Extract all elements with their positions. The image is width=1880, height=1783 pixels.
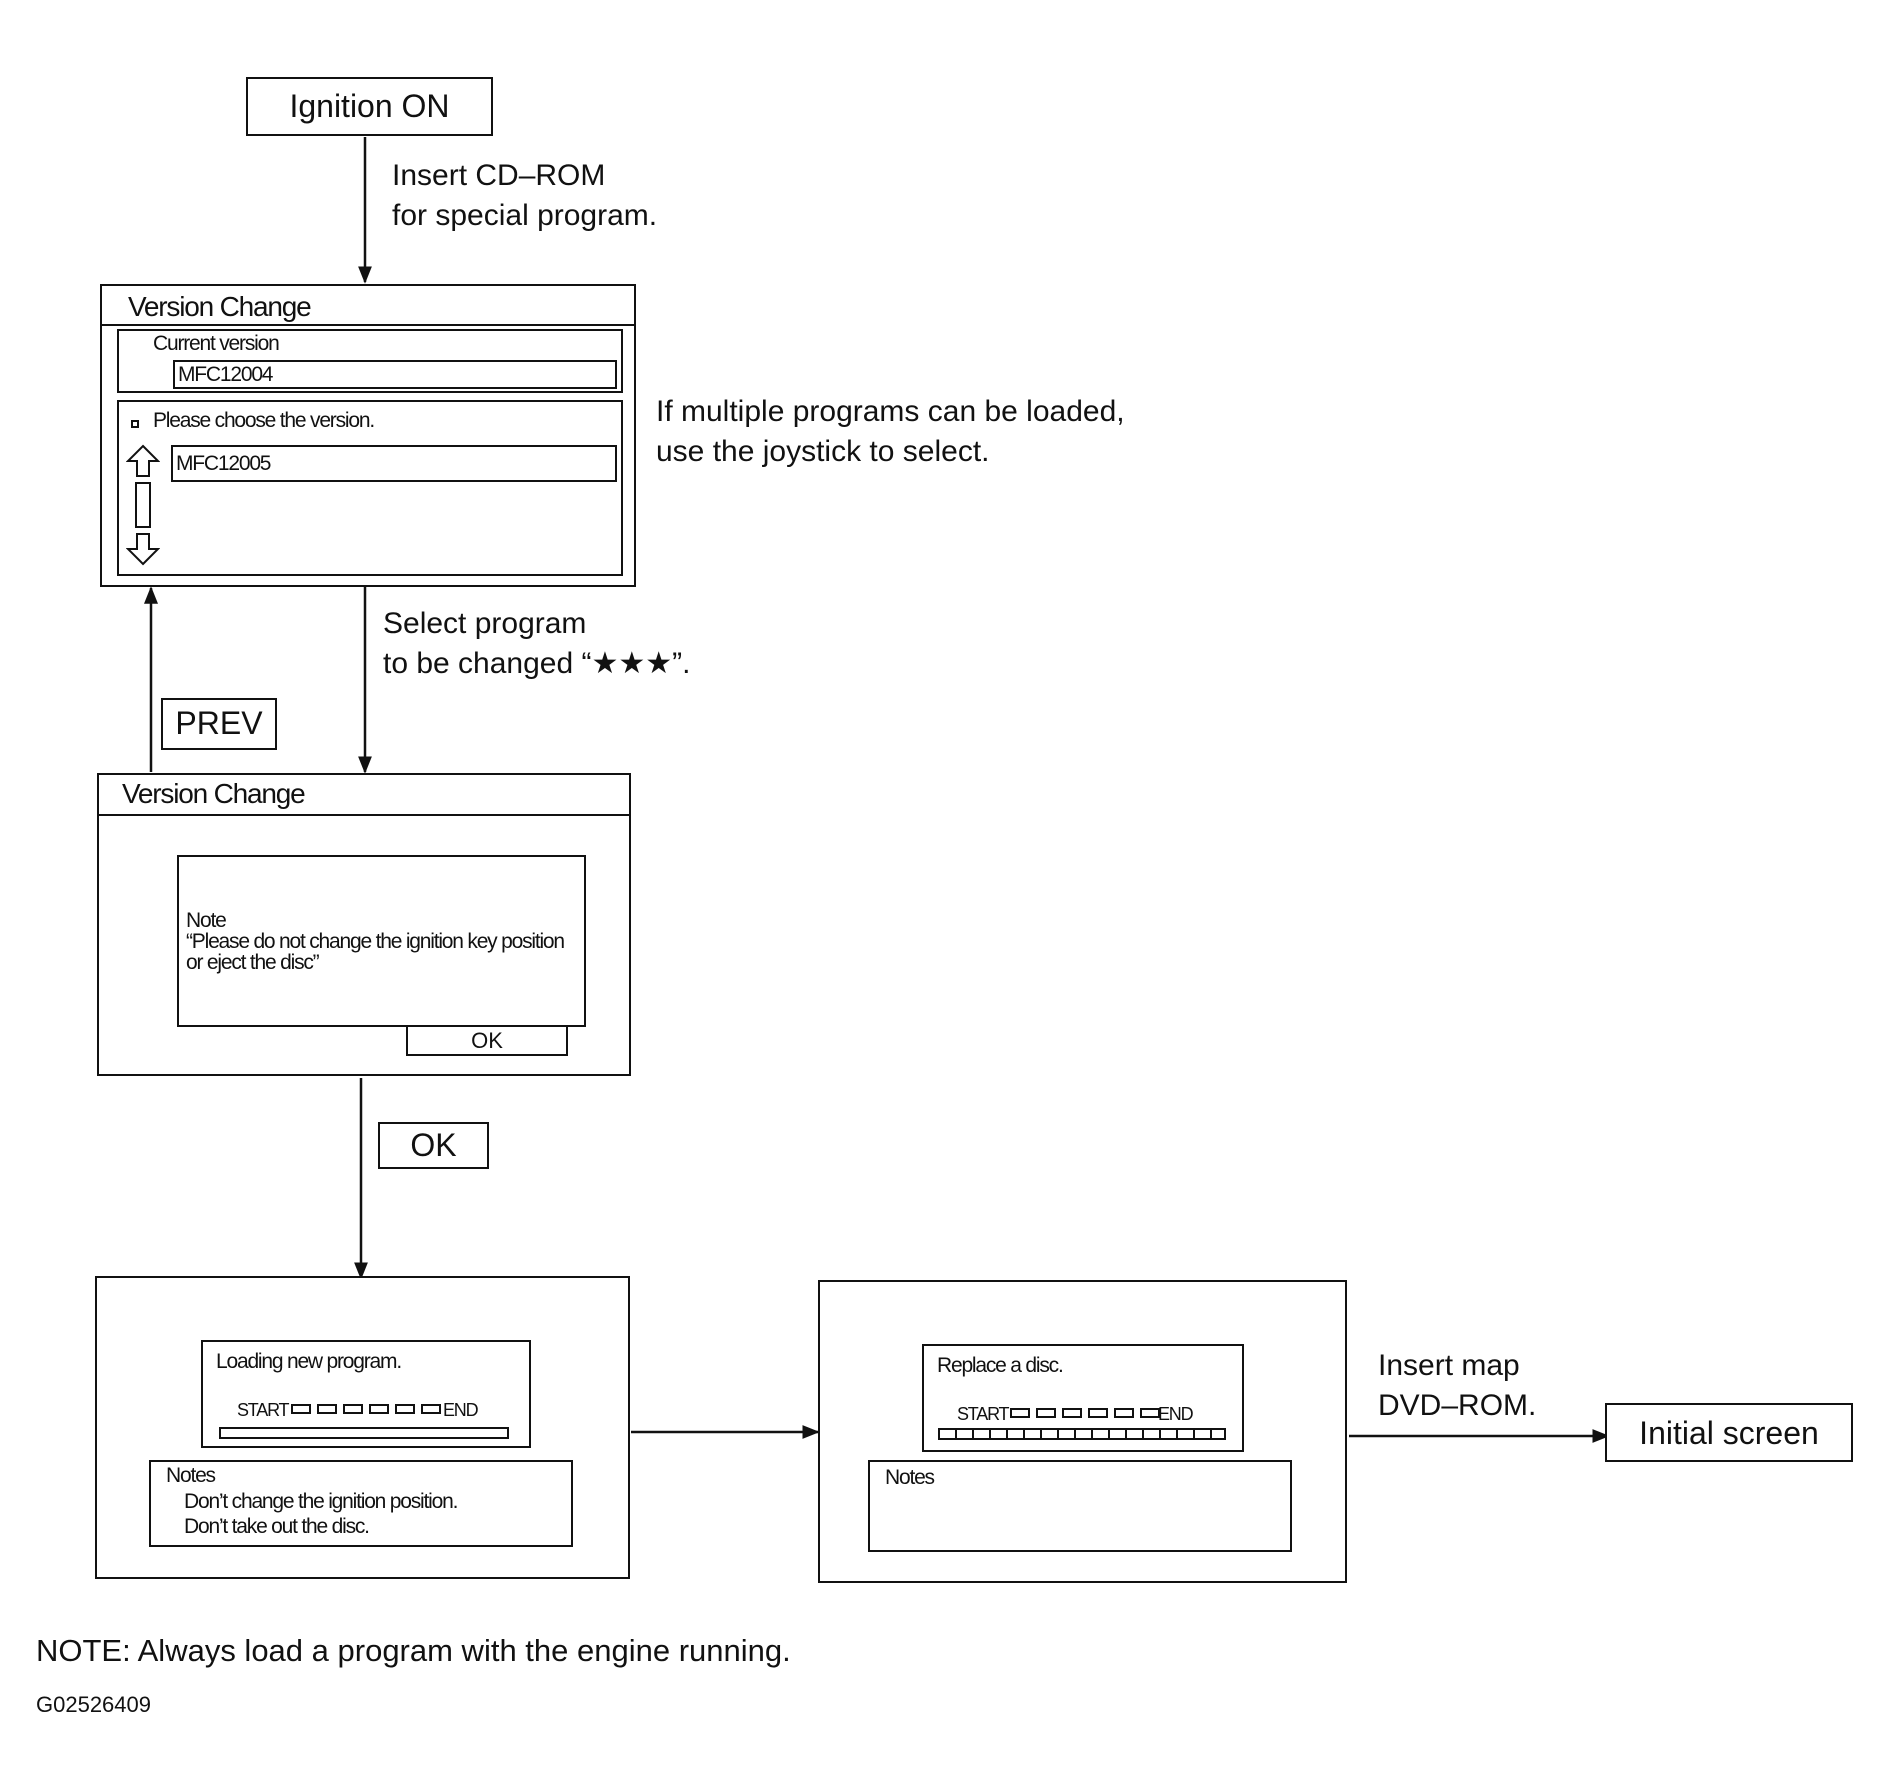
screen-loading: Loading new program. START END Notes Don… [95, 1276, 630, 1579]
choose-version-prompt: Please choose the version. [153, 409, 375, 432]
footer-note: NOTE: Always load a program with the eng… [36, 1633, 791, 1668]
note-ok-button[interactable]: OK [406, 1025, 568, 1056]
arrow-up-icon[interactable] [125, 444, 161, 478]
figure-id: G02526409 [36, 1692, 151, 1717]
loading-notes-line2: Don’t take out the disc. [184, 1515, 370, 1538]
scrollbar-thumb[interactable] [135, 482, 151, 528]
note-ok-label: OK [471, 1028, 503, 1053]
current-version-panel: Current version MFC12004 [117, 329, 623, 393]
initial-screen-box: Initial screen [1605, 1403, 1853, 1462]
version-option-item[interactable]: MFC12005 [171, 445, 617, 482]
version-option-value: MFC12005 [176, 452, 272, 475]
replace-message: Replace a disc. [937, 1354, 1064, 1377]
insert-cd-line2: for special program. [392, 199, 658, 232]
screen-replace-disc: Replace a disc. START END Notes [818, 1280, 1347, 1583]
prev-key[interactable]: PREV [161, 698, 277, 750]
select-program-line2: to be changed “★★★”. [383, 647, 691, 680]
current-version-label: Current version [153, 332, 280, 355]
replace-progress-bar [938, 1428, 1226, 1440]
replace-notes-title: Notes [885, 1466, 935, 1489]
replace-notes-panel: Notes [868, 1460, 1292, 1552]
replace-dialog: Replace a disc. START END [922, 1344, 1244, 1452]
note-dialog: Note “Please do not change the ignition … [177, 855, 586, 1027]
screen1-title: Version Change [128, 291, 312, 322]
current-version-value: MFC12004 [178, 363, 274, 386]
ignition-on-box: Ignition ON [246, 77, 493, 136]
note-line1: “Please do not change the ignition key p… [186, 930, 565, 953]
insert-dvd-line2: DVD–ROM. [1378, 1389, 1537, 1422]
loading-start-label: START [237, 1400, 290, 1420]
arrow-down-icon[interactable] [125, 532, 161, 566]
screen2-title-divider [99, 814, 629, 816]
screen-version-select: Version Change Current version MFC12004 … [100, 284, 636, 587]
note-title: Note [186, 909, 227, 932]
multiple-programs-line1: If multiple programs can be loaded, [656, 395, 1125, 428]
version-choice-panel: Please choose the version. MFC12005 [117, 400, 623, 576]
multiple-programs-line2: use the joystick to select. [656, 435, 990, 468]
loading-notes-title: Notes [166, 1464, 216, 1487]
current-version-field: MFC12004 [173, 360, 617, 389]
screen-version-note: Version Change Note “Please do not chang… [97, 773, 631, 1076]
initial-screen-label: Initial screen [1639, 1415, 1819, 1451]
loading-message: Loading new program. [216, 1350, 402, 1373]
loading-dialog: Loading new program. START END [201, 1340, 531, 1448]
ok-key[interactable]: OK [378, 1122, 489, 1169]
note-line2: or eject the disc” [186, 951, 320, 974]
replace-start-label: START [957, 1404, 1010, 1424]
bullet-icon [131, 420, 139, 428]
loading-notes-panel: Notes Don’t change the ignition position… [149, 1460, 573, 1547]
loading-notes-line1: Don’t change the ignition position. [184, 1490, 458, 1513]
ignition-on-label: Ignition ON [289, 88, 450, 124]
select-program-line1: Select program [383, 607, 587, 640]
screen2-title: Version Change [122, 778, 306, 809]
loading-end-label: END [443, 1400, 479, 1420]
screen1-title-divider [102, 324, 634, 326]
insert-cd-line1: Insert CD–ROM [392, 159, 606, 192]
replace-end-label: END [1158, 1404, 1194, 1424]
replace-progress-legend [1010, 1408, 1160, 1418]
insert-dvd-line1: Insert map [1378, 1349, 1520, 1382]
loading-progress-bar [219, 1427, 509, 1439]
loading-progress-legend [291, 1404, 441, 1414]
